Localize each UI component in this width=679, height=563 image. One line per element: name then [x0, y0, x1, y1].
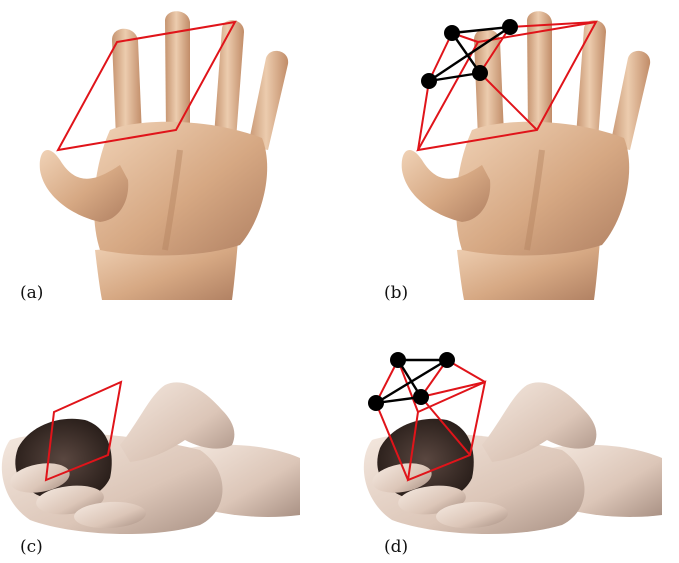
joint-dot [444, 25, 460, 41]
joint-dot [368, 395, 384, 411]
joint-dot [413, 389, 429, 405]
panel-label-c: (c) [20, 537, 43, 557]
panel-label-a: (a) [20, 283, 43, 303]
panel-label-b: (b) [384, 283, 408, 303]
joint-dot [390, 352, 406, 368]
panel-d-hand [364, 382, 662, 534]
panel-b-hand [402, 11, 650, 300]
panel-c-hand [2, 382, 300, 534]
panel-a-hand [40, 11, 288, 300]
joint-dot [502, 19, 518, 35]
panel-label-d: (d) [384, 537, 408, 557]
joint-dot [439, 352, 455, 368]
joint-dot [421, 73, 437, 89]
joint-dot [472, 65, 488, 81]
